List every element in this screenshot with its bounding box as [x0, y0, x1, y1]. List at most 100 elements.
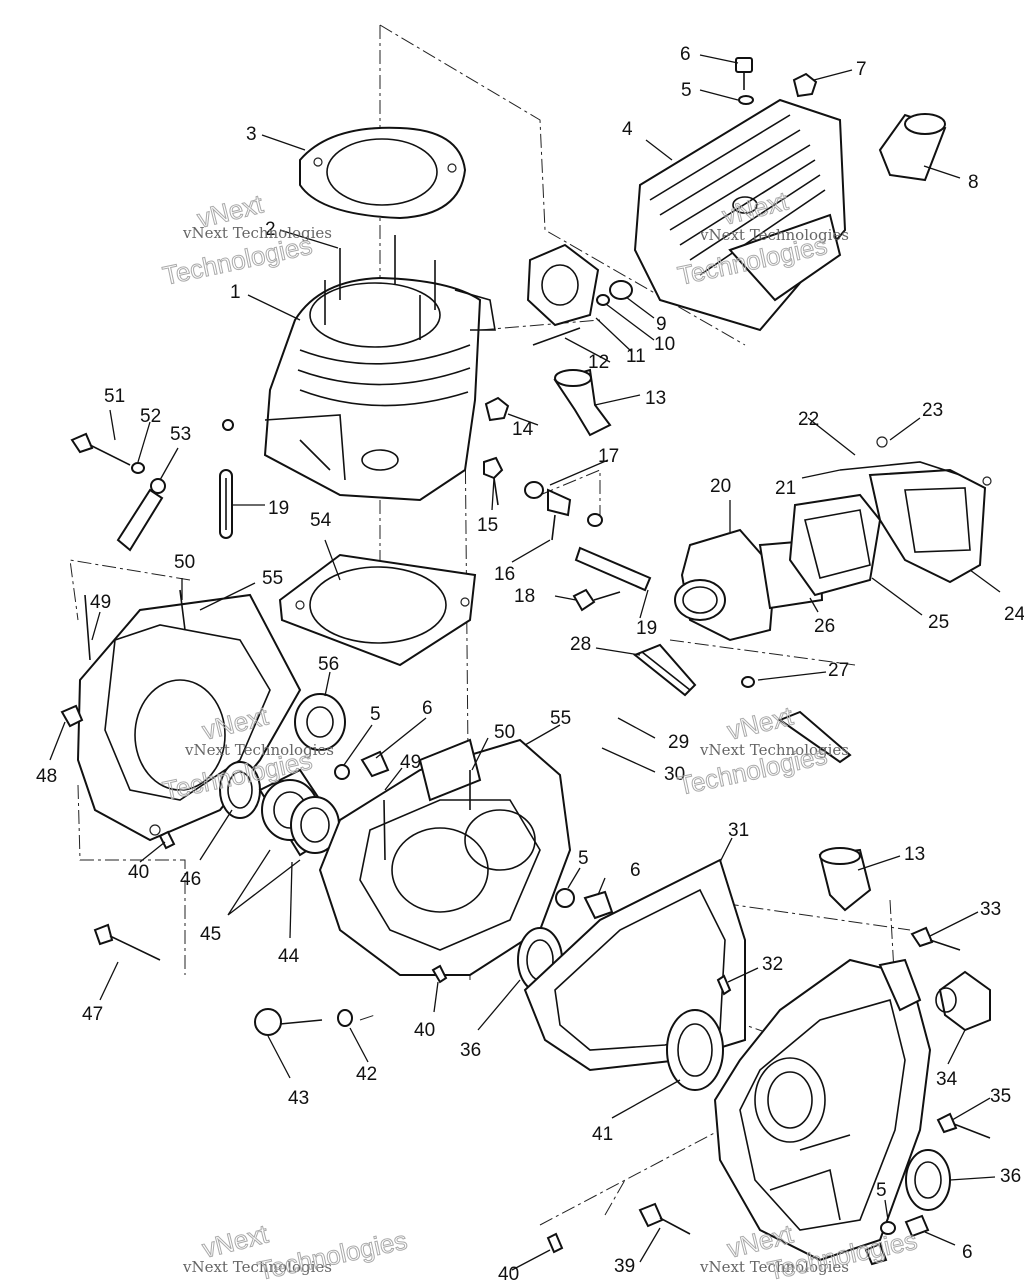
callout: 35	[990, 1086, 1011, 1107]
callout: 50	[174, 552, 195, 573]
callout: 5	[370, 704, 381, 725]
small-fasteners-center2	[555, 888, 614, 920]
crankcase-center	[318, 738, 572, 976]
callout: 41	[592, 1124, 613, 1145]
watermark: vNext Technologies	[699, 741, 849, 759]
callout: 10	[654, 334, 675, 355]
small-fasteners-mid	[334, 750, 390, 780]
intake-manifold	[674, 528, 777, 642]
small-fasteners-center	[222, 396, 603, 541]
callout: 6	[680, 44, 691, 65]
callout: 49	[400, 752, 421, 773]
callout: 20	[710, 476, 731, 497]
callout: 5	[681, 80, 692, 101]
watermark: vNext Technologies	[182, 1258, 332, 1276]
callout: 13	[645, 388, 666, 409]
coolant-elbows-right	[818, 847, 991, 1032]
callout: 55	[262, 568, 283, 589]
watermark: Technologies	[255, 1225, 410, 1280]
callout: 19	[636, 618, 657, 639]
callout: 52	[140, 406, 161, 427]
callout: 8	[968, 172, 979, 193]
callout: 46	[180, 869, 201, 890]
callout: 11	[626, 346, 646, 367]
callout: 14	[512, 419, 534, 440]
callout: 49	[90, 592, 111, 613]
head-gasket	[299, 126, 467, 220]
oil-clamp-left	[219, 469, 233, 539]
callout: 7	[856, 59, 867, 80]
callout: 32	[762, 954, 783, 975]
callout: 54	[310, 510, 332, 531]
lower-left-fasteners	[93, 830, 448, 1036]
callout: 6	[422, 698, 433, 719]
cylinder-head	[633, 98, 847, 332]
bearing-right	[666, 1009, 724, 1091]
callout: 4	[622, 119, 633, 140]
callout: 26	[814, 616, 835, 637]
callout: 23	[922, 400, 943, 421]
watermark: vNext Technologies	[699, 1258, 849, 1276]
callout: 5	[876, 1180, 887, 1201]
bolt-and-pin-left	[70, 432, 166, 552]
callout: 6	[630, 860, 641, 881]
callout: 47	[82, 1004, 103, 1025]
water-outlet-tube	[878, 113, 947, 182]
callout: 39	[614, 1256, 635, 1277]
crankcase-right	[713, 958, 932, 1262]
callout: 42	[356, 1064, 377, 1085]
callout: 24	[1004, 604, 1024, 625]
head-bolt	[735, 57, 818, 105]
callout: 12	[588, 352, 609, 373]
callout: 34	[936, 1069, 958, 1090]
callout: 22	[798, 409, 819, 430]
callout: 36	[1000, 1166, 1021, 1187]
callout: 48	[36, 766, 57, 787]
callout: 33	[980, 899, 1001, 920]
callout: 17	[598, 446, 619, 467]
callout-labels: 1 2 3 4 5 6 7 8 9 10 11 12 13 14 15 16 1…	[36, 44, 1024, 1280]
leader-lines	[49, 54, 1001, 1271]
callout: 1	[230, 282, 241, 303]
callout: 27	[828, 660, 849, 681]
callout: 44	[278, 946, 300, 967]
callout: 55	[550, 708, 571, 729]
callout: 9	[656, 314, 667, 335]
callout: 2	[265, 219, 276, 240]
oil-clamp-right	[572, 546, 652, 612]
callout: 51	[104, 386, 125, 407]
callout: 15	[477, 515, 498, 536]
callout: 5	[578, 848, 589, 869]
callout: 6	[962, 1242, 973, 1263]
callout: 43	[288, 1088, 309, 1109]
right-fasteners	[546, 926, 991, 1266]
watermark: vNext	[724, 700, 796, 745]
callout: 28	[570, 634, 591, 655]
callout: 21	[775, 478, 796, 499]
callout: 16	[494, 564, 515, 585]
callout: 50	[494, 722, 515, 743]
reed-valve	[758, 436, 992, 610]
bearing-left	[219, 693, 346, 819]
callout: 40	[414, 1020, 435, 1041]
callout: 19	[268, 498, 289, 519]
callout: 40	[128, 862, 149, 883]
coolant-elbow-upper	[553, 368, 612, 437]
watermark: vNext Technologies	[182, 224, 332, 242]
intake-clamp	[633, 643, 852, 764]
callout: 56	[318, 654, 339, 675]
callout: 3	[246, 124, 257, 145]
callout: 36	[460, 1040, 481, 1061]
callout: 25	[928, 612, 949, 633]
watermark: vNext Technologies	[699, 226, 849, 244]
callout: 40	[498, 1264, 519, 1280]
exhaust-gasket	[526, 243, 633, 346]
watermark: vNext Technologies	[184, 741, 334, 759]
callout: 13	[904, 844, 925, 865]
callout: 30	[664, 764, 685, 785]
base-gasket	[278, 553, 477, 667]
callout: 45	[200, 924, 221, 945]
cylinder	[263, 235, 496, 502]
callout: 18	[514, 586, 535, 607]
callout: 29	[668, 732, 689, 753]
